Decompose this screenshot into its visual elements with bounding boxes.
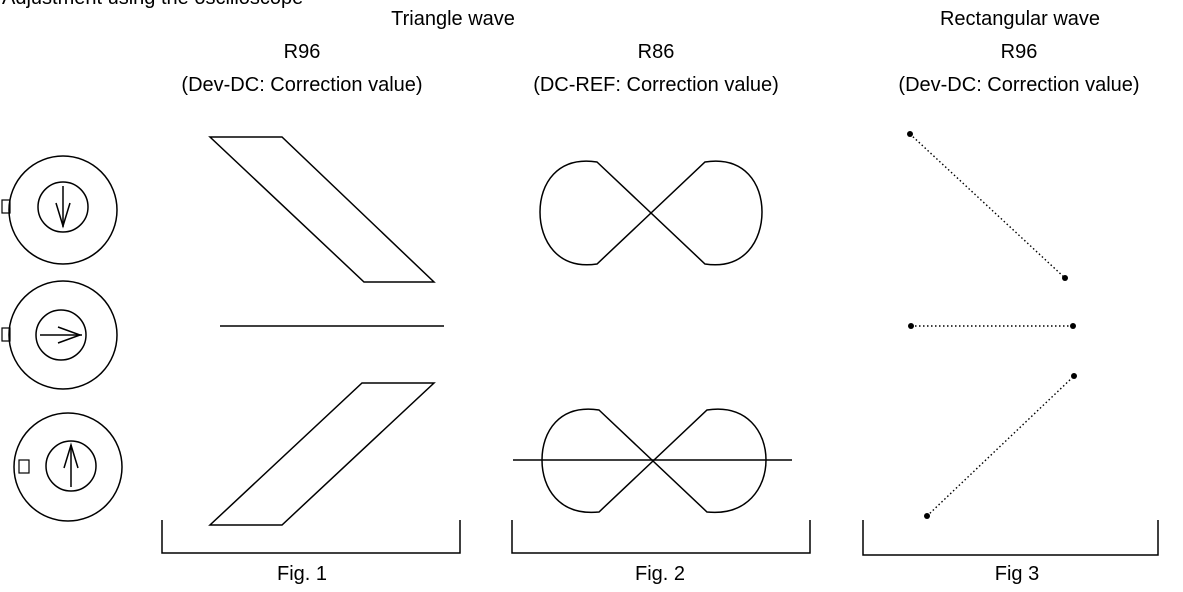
knob-up-icon	[13, 412, 123, 522]
knob-right-icon	[1, 280, 118, 390]
top-cut-text: Adjustment using the oscilloscope	[2, 0, 303, 9]
fig3-waveform-top	[909, 133, 1066, 279]
fig3-bottom-start-dot	[924, 513, 930, 519]
fig3-middle-end-dot	[1070, 323, 1076, 329]
knob-down-icon	[1, 155, 118, 265]
col3-resistor: R96	[1000, 41, 1038, 63]
col1-desc: (Dev-DC: Correction value)	[181, 74, 423, 96]
fig3-waveform-bottom	[926, 375, 1075, 517]
fig1-bracket	[161, 520, 461, 554]
fig3-bottom-end-dot	[1071, 373, 1077, 379]
fig3-top-start-dot	[907, 131, 913, 137]
rectangular-wave-heading: Rectangular wave	[939, 8, 1101, 30]
fig1-waveform-top	[208, 136, 436, 283]
fig3-top-end-dot	[1062, 275, 1068, 281]
col2-desc: (DC-REF: Correction value)	[533, 74, 779, 96]
col1-resistor: R96	[283, 41, 321, 63]
fig3-middle-start-dot	[908, 323, 914, 329]
fig2-waveform-bottom	[541, 408, 767, 514]
fig1-waveform-bottom	[208, 382, 436, 526]
fig2-bracket	[511, 520, 811, 554]
triangle-wave-heading: Triangle wave	[391, 8, 515, 30]
fig3-caption: Fig 3	[994, 563, 1040, 585]
col3-desc: (Dev-DC: Correction value)	[898, 74, 1140, 96]
fig2-waveform-top	[539, 160, 763, 266]
fig3-bracket	[862, 520, 1159, 556]
col2-resistor: R86	[637, 41, 675, 63]
fig1-caption: Fig. 1	[276, 563, 328, 585]
fig2-caption: Fig. 2	[634, 563, 686, 585]
